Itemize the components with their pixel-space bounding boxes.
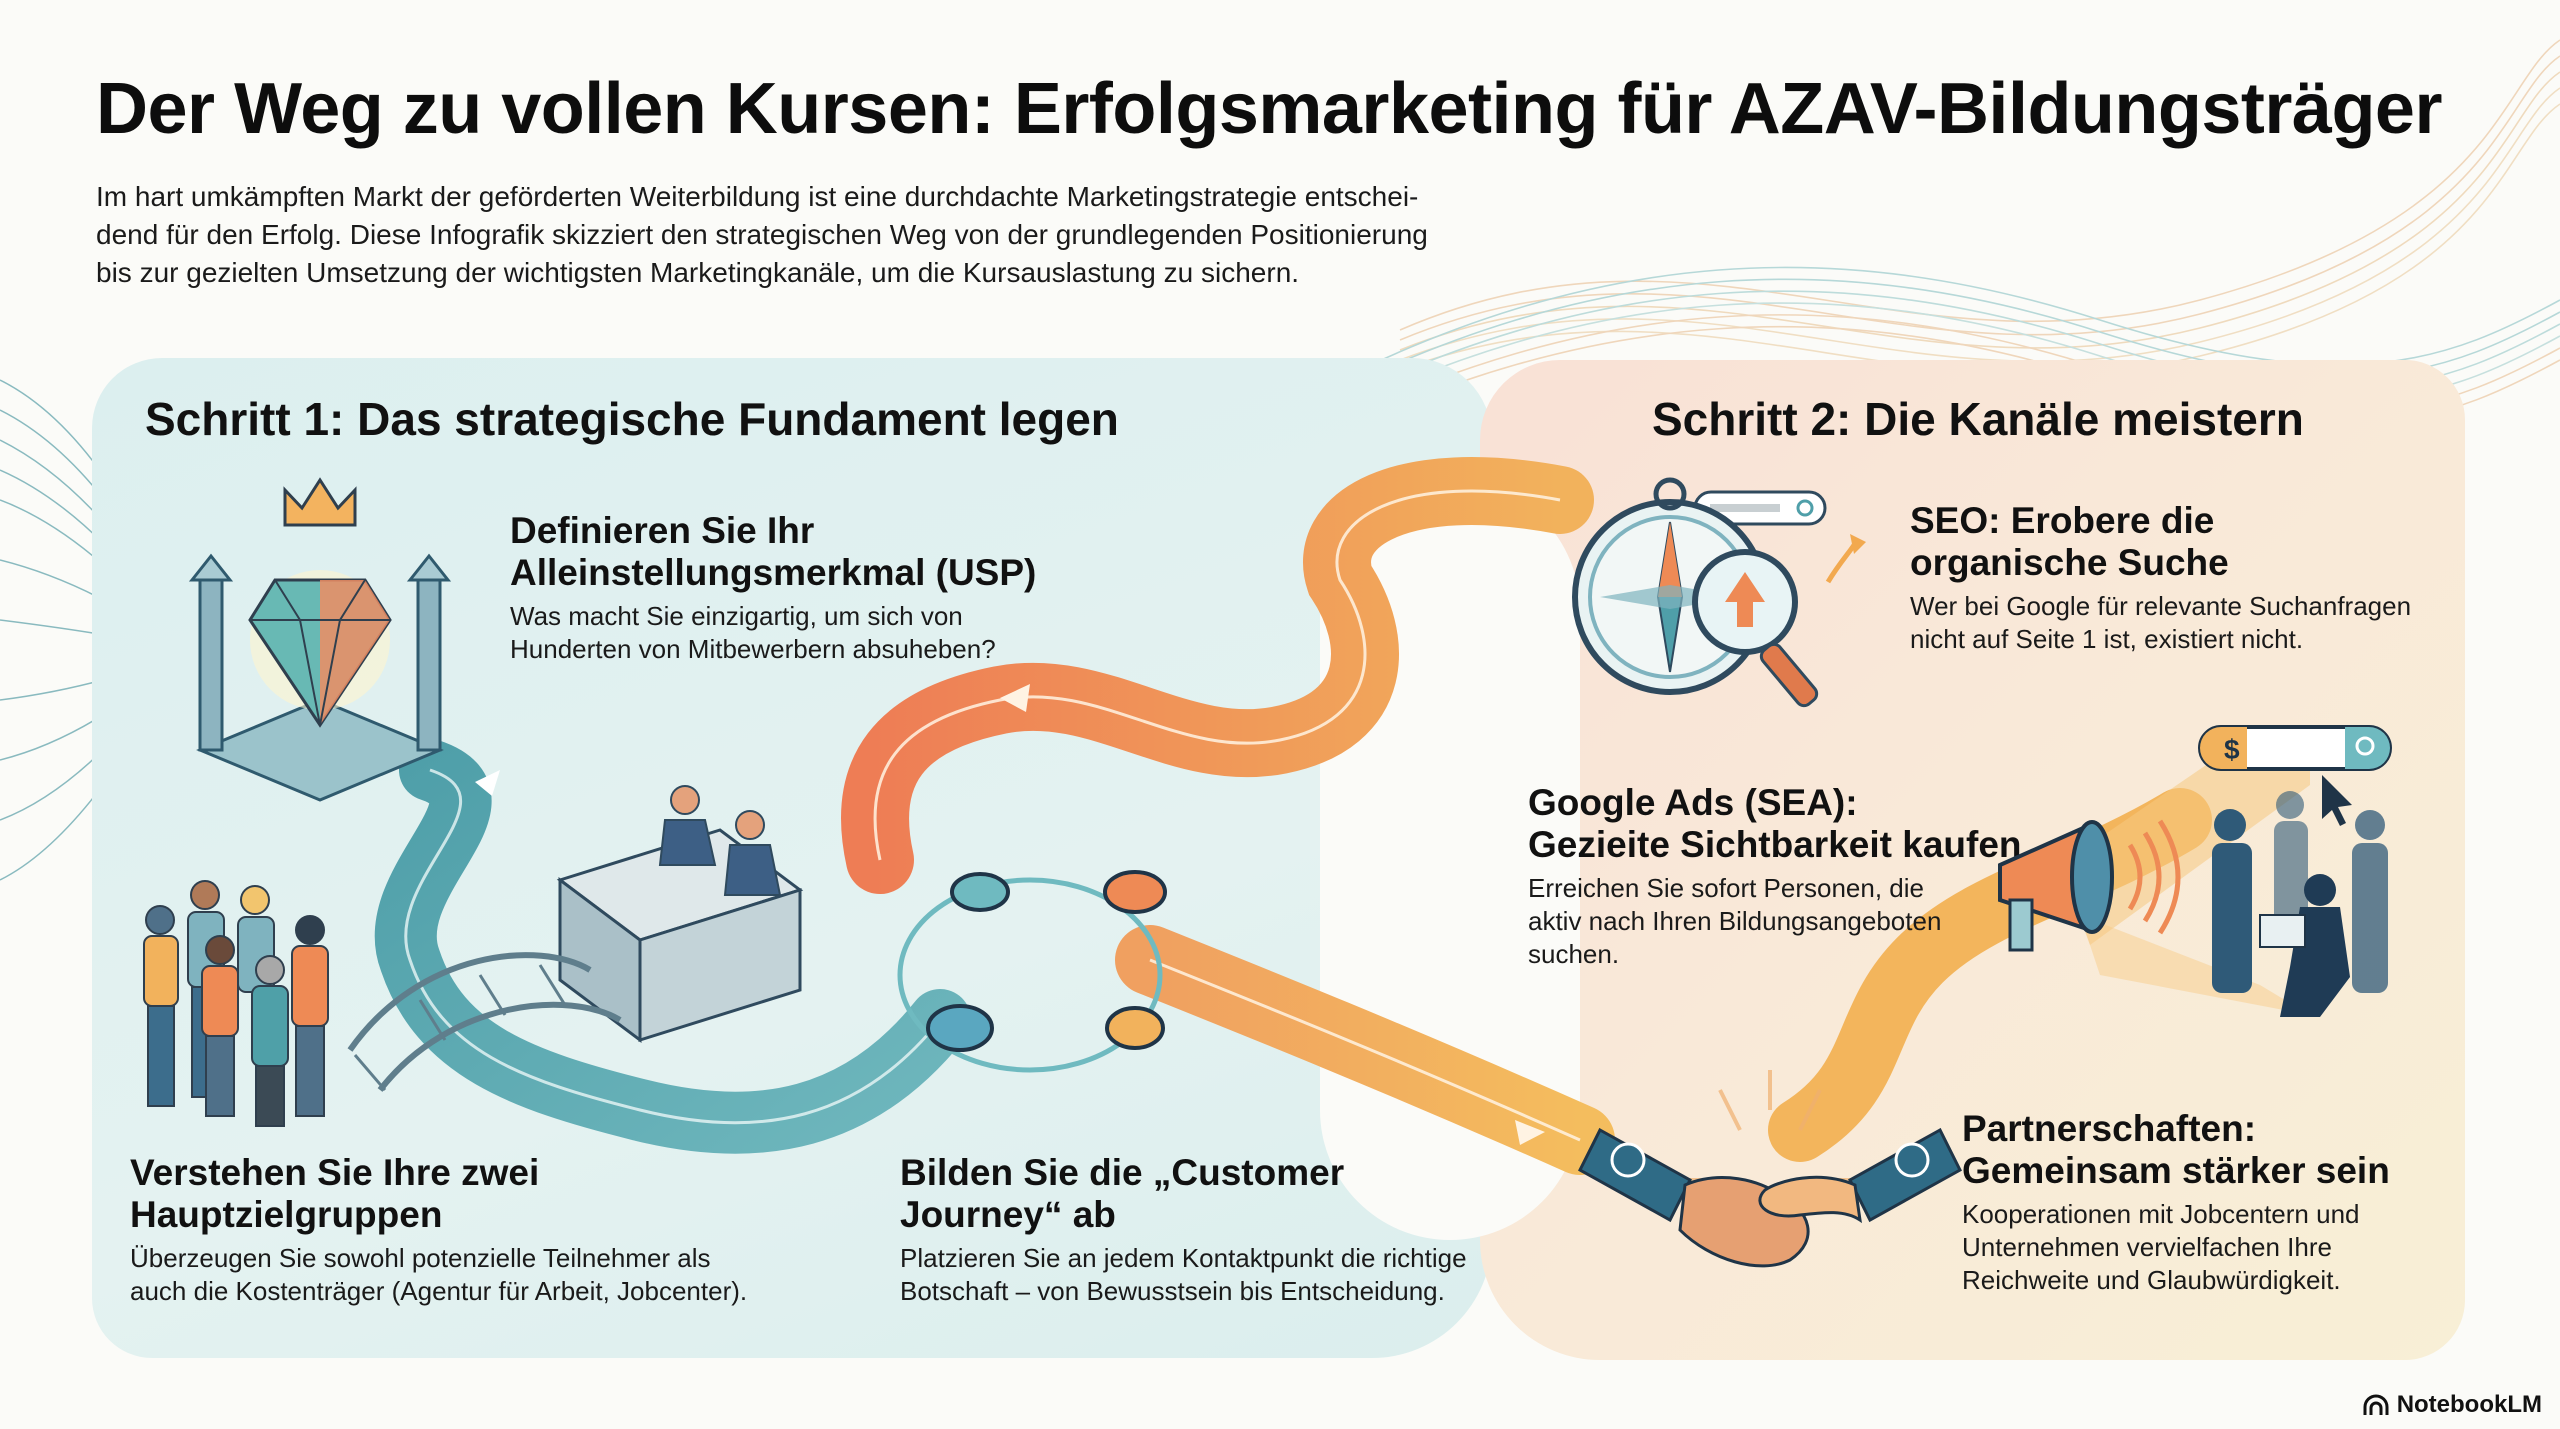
sea-description: Erreichen Sie sofort Personen, die aktiv… [1528,873,1942,969]
brand-label: NotebookLM [2396,1391,2542,1418]
notebooklm-logo-icon [2363,1394,2389,1415]
intro-line: bis zur gezielten Umsetzung der wichtigs… [96,257,1300,288]
sea-title: Google Ads (SEA): Gezieite Sichtbarkeit … [1528,782,2022,865]
handshake-icon [1578,1070,1962,1268]
sea-item: Google Ads (SEA): Gezieite Sichtbarkeit … [1528,782,2022,971]
target-groups-title: Verstehen Sie Ihre zwei Hauptzielgruppen [130,1152,540,1235]
step2-title: Schritt 2: Die Kanäle meistern [1652,393,2304,445]
arrow-icon [1000,684,1030,712]
customer-journey-item: Bilden Sie die „Customer Journey“ ab Pla… [900,1152,1467,1308]
intro-line: Im hart umkämpften Markt der geförderten… [96,181,1419,212]
partnerships-description: Kooperationen mit Jobcentern und Unterne… [1962,1199,2360,1295]
cursor-icon [2322,775,2352,826]
usp-title: Definieren Sie Ihr Alleinstellungsmerkma… [510,510,1037,593]
usp-item: Definieren Sie Ihr Alleinstellungsmerkma… [510,510,1036,666]
partnerships-item: Partnerschaften: Gemeinsam stärker sein … [1962,1108,2390,1297]
notebooklm-brand: NotebookLM [2363,1391,2542,1419]
intro-line: dend für den Erfolg. Diese Infografik sk… [96,219,1428,250]
customer-journey-description: Platzieren Sie an jedem Kontaktpunkt die… [900,1243,1467,1306]
partnerships-title: Partnerschaften: Gemeinsam stärker sein [1962,1108,2390,1191]
dollar-icon: $ [2224,734,2240,765]
customer-journey-title: Bilden Sie die „Customer Journey“ ab [900,1152,1345,1235]
step1-title: Schritt 1: Das strategische Fundament le… [145,393,1119,445]
page-title: Der Weg zu vollen Kursen: Erfolgsmarketi… [96,69,2443,149]
intro-paragraph: Im hart umkämpften Markt der geförderten… [96,178,1556,292]
journey-loop-icon [897,870,1167,1073]
target-groups-item: Verstehen Sie Ihre zwei Hauptzielgruppen… [130,1152,747,1308]
seo-title: SEO: Erobere die organische Suche [1910,500,2229,583]
target-groups-description: Überzeugen Sie sowohl potenzielle Teilne… [130,1243,748,1306]
usp-description: Was macht Sie einzigartig, um sich von H… [510,601,996,664]
people-bridge-desk-icon [143,785,804,1127]
compass-magnifier-icon [1572,477,1866,708]
megaphone-audience-icon: $ [1998,725,2392,1017]
diamond-crown-pedestal-icon [188,477,452,802]
seo-description: Wer bei Google für relevante Suchanfrage… [1910,591,2412,654]
seo-item: SEO: Erobere die organische Suche Wer be… [1910,500,2411,656]
